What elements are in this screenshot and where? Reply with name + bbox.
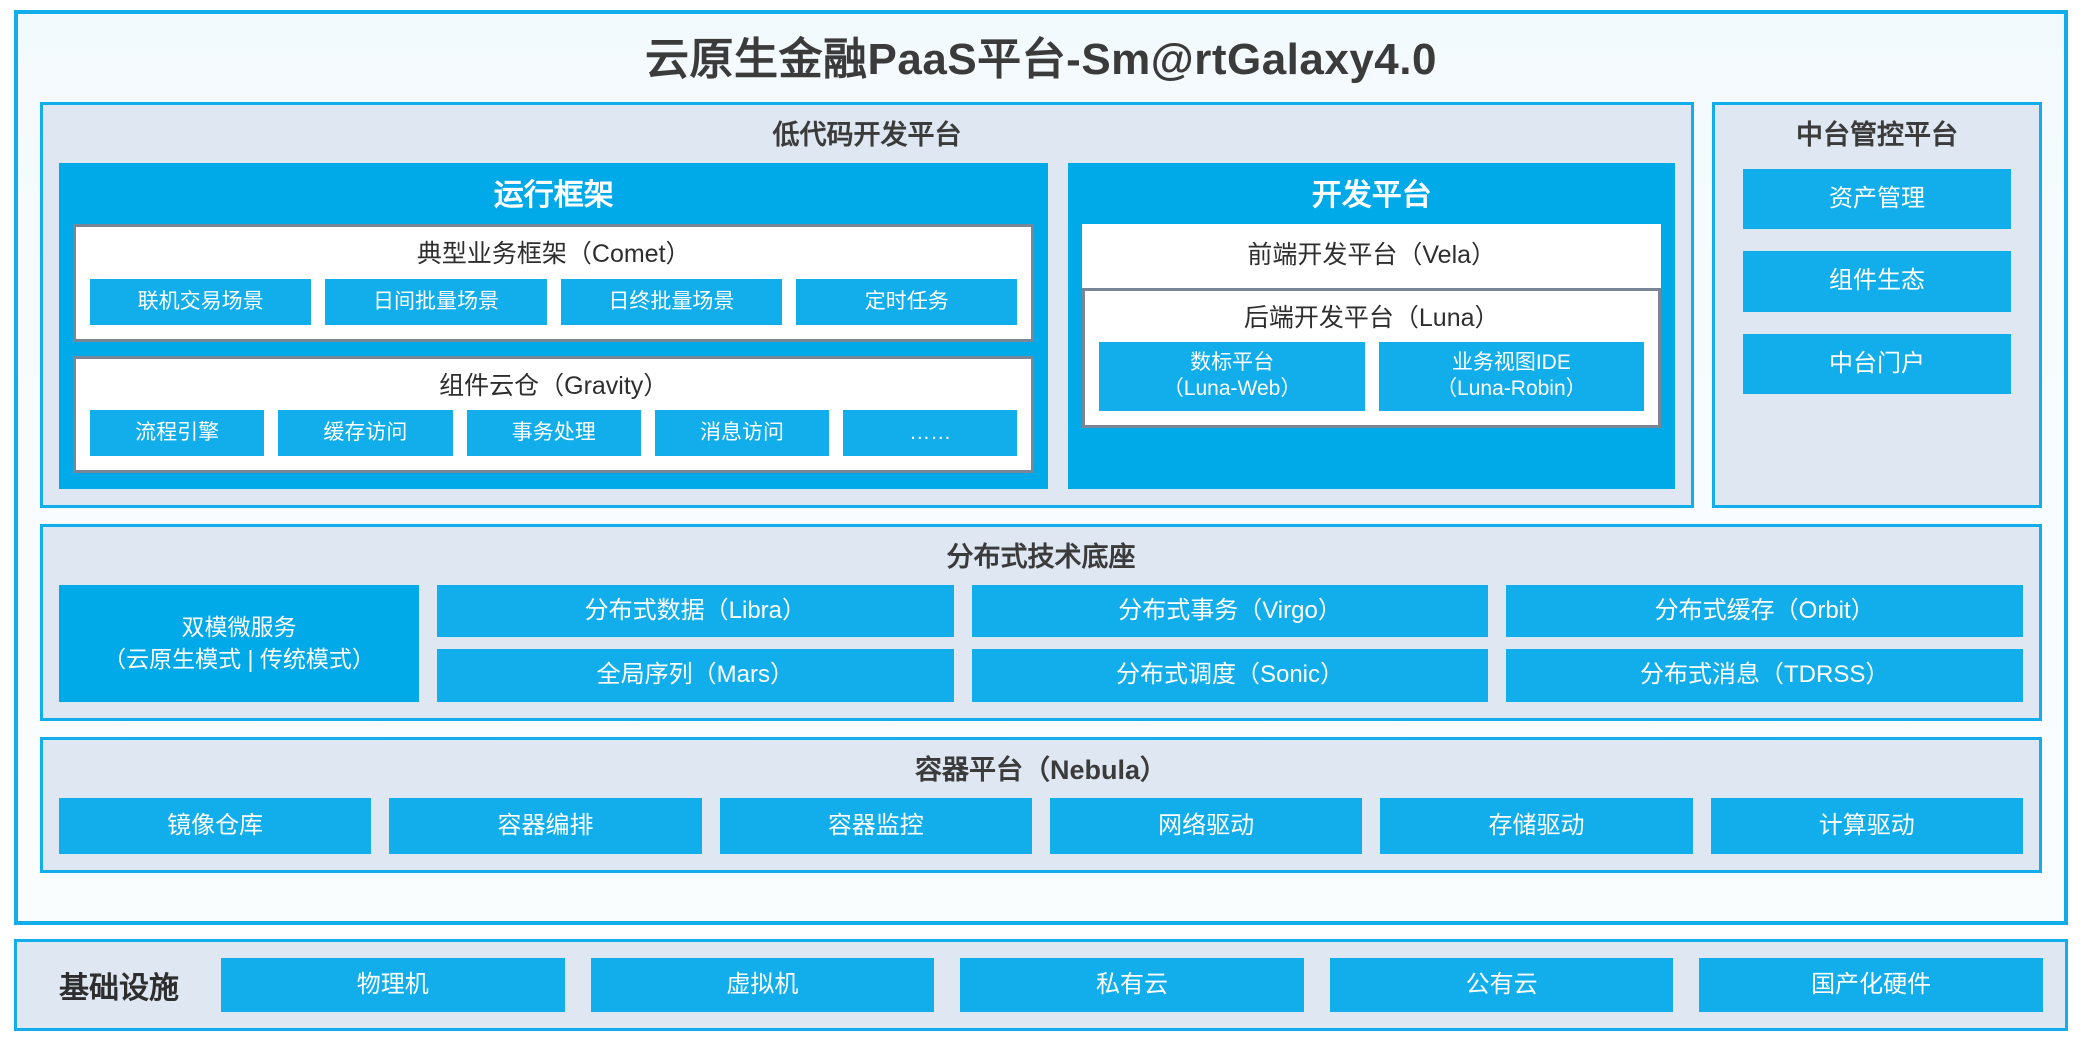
dtb-item-sonic[interactable]: 分布式调度（Sonic） — [971, 649, 1489, 702]
comet-title: 典型业务框架（Comet） — [416, 240, 691, 269]
midplatform-title: 中台管控平台 — [1796, 120, 1958, 151]
backend-platform-title: 后端开发平台（Luna） — [1243, 303, 1500, 332]
infrastructure-panel: 基础设施 物理机 虚拟机 私有云 公有云 国产化硬件 — [14, 938, 2068, 1031]
gravity-card: 组件云仓（Gravity） 流程引擎 缓存访问 事务处理 消息访问 …… — [73, 355, 1035, 474]
gravity-item-transaction[interactable]: 事务处理 — [466, 410, 641, 457]
container-platform-panel: 容器平台（Nebula） 镜像仓库 容器编排 容器监控 网络驱动 存储驱动 计算… — [40, 736, 2042, 873]
comet-item-online-trade[interactable]: 联机交易场景 — [90, 278, 312, 325]
dtb-column-2: 分布式事务（Virgo） 分布式调度（Sonic） — [971, 585, 1489, 702]
comet-item-scheduled-task[interactable]: 定时任务 — [796, 278, 1018, 325]
lowcode-platform-panel: 低代码开发平台 运行框架 典型业务框架（Comet） 联机交易场景 日间批量场景… — [40, 102, 1694, 509]
midplatform-item-component-ecosystem[interactable]: 组件生态 — [1743, 251, 2011, 312]
dual-mode-line2: （云原生模式 | 传统模式） — [103, 646, 375, 673]
gravity-item-process-engine[interactable]: 流程引擎 — [90, 410, 265, 457]
container-item-storage-driver[interactable]: 存储驱动 — [1380, 797, 1693, 854]
backend-chip-row: 数标平台 （Luna-Web） 业务视图IDE （Luna-Robin） — [1099, 342, 1644, 411]
dual-mode-microservice-box[interactable]: 双模微服务 （云原生模式 | 传统模式） — [59, 585, 419, 702]
midplatform-list: 资产管理 组件生态 中台门户 — [1731, 163, 2023, 489]
dual-mode-line1: 双模微服务 — [181, 614, 297, 641]
infra-item-virtual-machine[interactable]: 虚拟机 — [590, 957, 935, 1012]
dtb-column-1: 分布式数据（Libra） 全局序列（Mars） — [437, 585, 954, 702]
midplatform-item-asset-management[interactable]: 资产管理 — [1743, 169, 2011, 230]
luna-robin-name: 业务视图IDE — [1451, 351, 1571, 375]
backend-item-luna-robin[interactable]: 业务视图IDE （Luna-Robin） — [1378, 342, 1644, 411]
gravity-item-more[interactable]: …… — [843, 410, 1018, 457]
gravity-item-cache-access[interactable]: 缓存访问 — [278, 410, 453, 457]
luna-web-name: 数标平台 — [1190, 351, 1275, 375]
development-platform-box: 开发平台 前端开发平台（Vela） 后端开发平台（Luna） 数标平台 （Lun… — [1068, 163, 1675, 490]
backend-platform-card: 后端开发平台（Luna） 数标平台 （Luna-Web） 业务视图IDE （Lu… — [1082, 287, 1661, 428]
luna-robin-sub: （Luna-Robin） — [1436, 377, 1587, 401]
infra-item-domestic-hardware[interactable]: 国产化硬件 — [1699, 957, 2043, 1012]
dtb-column-3: 分布式缓存（Orbit） 分布式消息（TDRSS） — [1506, 585, 2024, 702]
comet-item-daytime-batch[interactable]: 日间批量场景 — [325, 278, 547, 325]
runtime-framework-box: 运行框架 典型业务框架（Comet） 联机交易场景 日间批量场景 日终批量场景 … — [59, 163, 1049, 490]
distributed-tech-base-grid: 双模微服务 （云原生模式 | 传统模式） 分布式数据（Libra） 全局序列（M… — [59, 585, 2024, 702]
page-title: 云原生金融PaaS平台-Sm@rtGalaxy4.0 — [645, 35, 1437, 84]
frontend-platform-card[interactable]: 前端开发平台（Vela） — [1082, 224, 1661, 288]
container-platform-title: 容器平台（Nebula） — [914, 754, 1168, 785]
development-platform-title: 开发平台 — [1311, 179, 1432, 213]
gravity-item-message-access[interactable]: 消息访问 — [654, 410, 830, 457]
midplatform-item-portal[interactable]: 中台门户 — [1743, 333, 2011, 395]
infra-item-physical-machine[interactable]: 物理机 — [221, 957, 565, 1012]
dtb-item-orbit[interactable]: 分布式缓存（Orbit） — [1506, 585, 2024, 638]
comet-card: 典型业务框架（Comet） 联机交易场景 日间批量场景 日终批量场景 定时任务 — [73, 224, 1035, 342]
gravity-chip-row: 流程引擎 缓存访问 事务处理 消息访问 …… — [90, 410, 1018, 457]
lowcode-columns: 运行框架 典型业务框架（Comet） 联机交易场景 日间批量场景 日终批量场景 … — [59, 163, 1675, 490]
infrastructure-label: 基础设施 — [59, 971, 179, 1005]
comet-chip-row: 联机交易场景 日间批量场景 日终批量场景 定时任务 — [90, 278, 1018, 325]
dtb-item-mars[interactable]: 全局序列（Mars） — [437, 649, 954, 702]
container-item-network-driver[interactable]: 网络驱动 — [1049, 797, 1363, 854]
container-platform-row: 镜像仓库 容器编排 容器监控 网络驱动 存储驱动 计算驱动 — [59, 797, 2023, 854]
top-row: 低代码开发平台 运行框架 典型业务框架（Comet） 联机交易场景 日间批量场景… — [40, 102, 2042, 509]
luna-web-sub: （Luna-Web） — [1162, 377, 1302, 401]
backend-item-luna-web[interactable]: 数标平台 （Luna-Web） — [1099, 342, 1365, 411]
midplatform-panel: 中台管控平台 资产管理 组件生态 中台门户 — [1712, 102, 2042, 509]
infra-item-private-cloud[interactable]: 私有云 — [960, 957, 1304, 1012]
container-item-image-registry[interactable]: 镜像仓库 — [59, 797, 372, 854]
gravity-title: 组件云仓（Gravity） — [439, 371, 669, 400]
dtb-item-virgo[interactable]: 分布式事务（Virgo） — [971, 585, 1489, 638]
infra-item-public-cloud[interactable]: 公有云 — [1329, 957, 1674, 1012]
container-item-orchestration[interactable]: 容器编排 — [389, 797, 702, 854]
lowcode-platform-title: 低代码开发平台 — [772, 120, 962, 151]
infrastructure-items: 物理机 虚拟机 私有云 公有云 国产化硬件 — [221, 957, 2043, 1012]
distributed-tech-base-title: 分布式技术底座 — [946, 542, 1136, 573]
distributed-tech-base-panel: 分布式技术底座 双模微服务 （云原生模式 | 传统模式） 分布式数据（Libra… — [40, 524, 2042, 721]
comet-item-eod-batch[interactable]: 日终批量场景 — [560, 278, 783, 325]
dtb-item-libra[interactable]: 分布式数据（Libra） — [437, 585, 954, 638]
main-platform-frame: 云原生金融PaaS平台-Sm@rtGalaxy4.0 低代码开发平台 运行框架 … — [14, 10, 2068, 925]
runtime-framework-title: 运行框架 — [493, 179, 614, 213]
dtb-item-tdrss[interactable]: 分布式消息（TDRSS） — [1506, 649, 2024, 702]
container-item-compute-driver[interactable]: 计算驱动 — [1710, 797, 2023, 854]
container-item-monitoring[interactable]: 容器监控 — [719, 797, 1032, 854]
